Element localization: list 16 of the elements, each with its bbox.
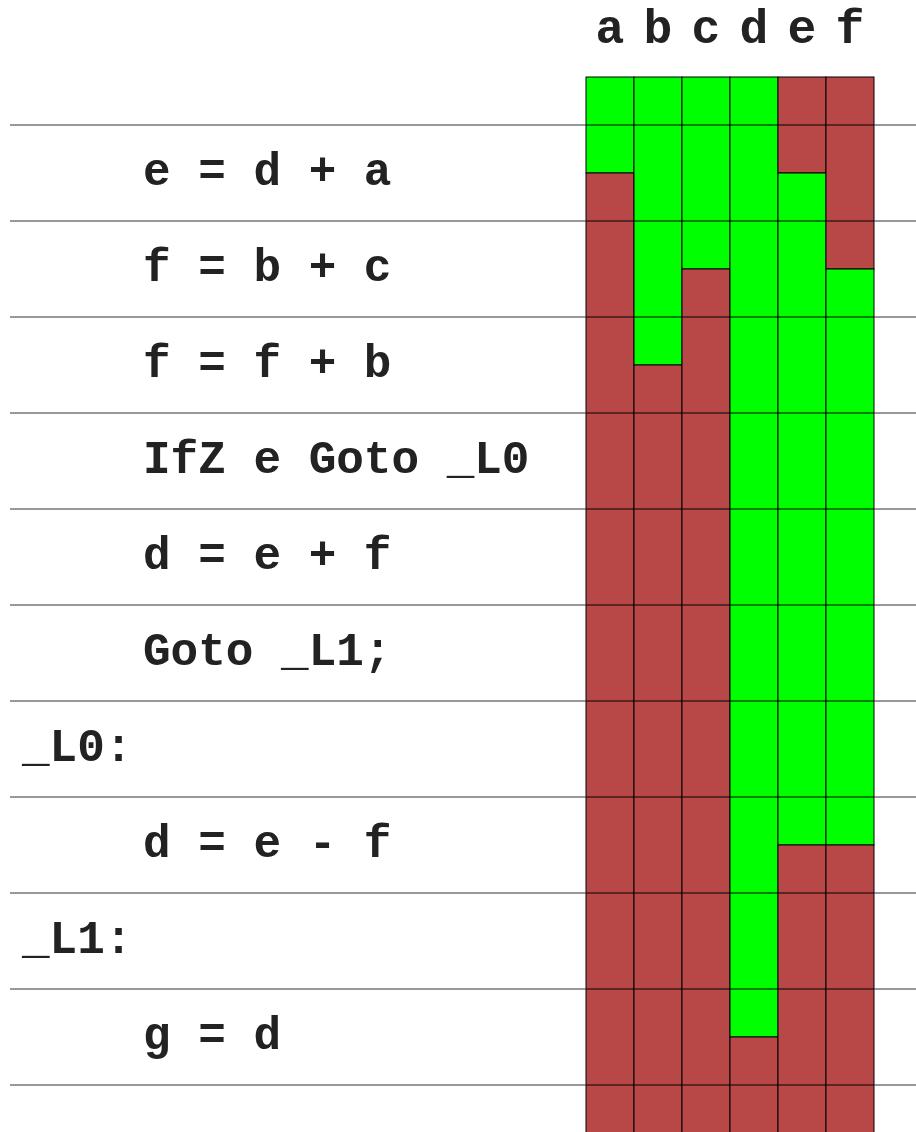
code-line: Goto _L1; — [143, 629, 392, 677]
label-line: _L1: — [22, 917, 133, 965]
column-header: a — [594, 6, 626, 54]
code-line: IfZ e Goto _L0 — [143, 437, 530, 485]
code-line: f = f + b — [143, 341, 392, 389]
code-line: d = e - f — [143, 821, 392, 869]
code-line: f = b + c — [143, 245, 392, 293]
code-line: g = d — [143, 1013, 282, 1061]
column-header: f — [834, 6, 866, 54]
code-line: d = e + f — [143, 533, 392, 581]
column-header: b — [642, 6, 674, 54]
column-header: c — [690, 6, 722, 54]
column-header: d — [738, 6, 770, 54]
code-line: e = d + a — [143, 149, 392, 197]
column-header: e — [786, 6, 818, 54]
label-line: _L0: — [22, 725, 133, 773]
